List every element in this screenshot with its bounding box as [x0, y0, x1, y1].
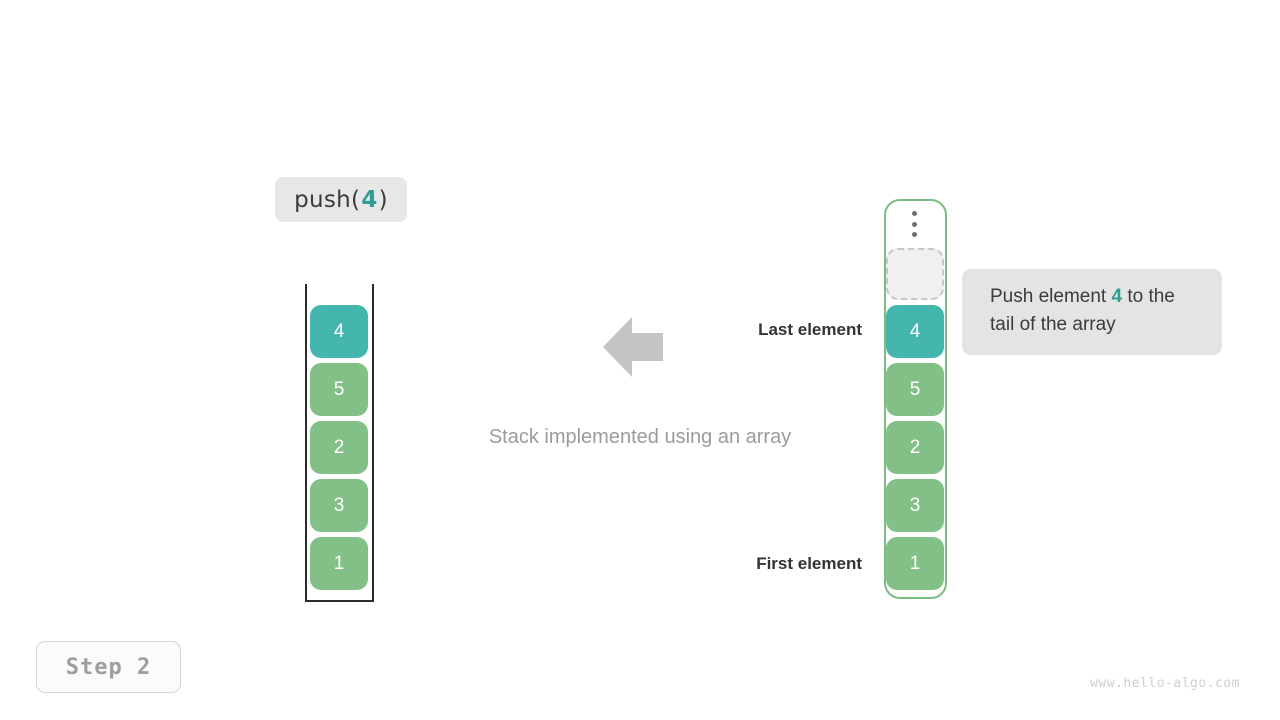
tooltip-text-after: to the tail of the array: [990, 286, 1175, 335]
vertical-dots-icon: [908, 211, 920, 237]
stack-cell: 3: [310, 479, 368, 532]
operation-argument: 4: [361, 186, 378, 213]
label-first-element: First element: [756, 554, 862, 573]
left-arrow-icon: [603, 316, 663, 378]
diagram-caption: Stack implemented using an array: [488, 426, 792, 448]
dot: [911, 232, 917, 237]
explanation-tooltip: Push element 4 to the tail of the array: [962, 269, 1222, 355]
stack-cell: 2: [310, 421, 368, 474]
array-cell: 1: [886, 537, 944, 590]
array-cell: 2: [886, 421, 944, 474]
array-empty-slot: [886, 248, 944, 300]
label-last-element: Last element: [758, 320, 862, 339]
stack-cell-top: 4: [310, 305, 368, 358]
step-badge: Step 2: [36, 641, 181, 693]
array-cell: 3: [886, 479, 944, 532]
array-cell: 5: [886, 363, 944, 416]
dot: [911, 211, 917, 216]
stack-container: [305, 284, 374, 602]
operation-label: push(4): [275, 177, 407, 222]
operation-suffix: ): [378, 186, 388, 213]
tooltip-highlight-value: 4: [1111, 286, 1123, 307]
watermark: www.hello-algo.com: [1090, 676, 1240, 691]
array-cell-new: 4: [886, 305, 944, 358]
tooltip-text-before: Push element: [990, 286, 1112, 307]
stack-cell: 5: [310, 363, 368, 416]
operation-prefix: push(: [294, 186, 361, 213]
dot: [911, 221, 917, 227]
stack-cell-bottom: 1: [310, 537, 368, 590]
